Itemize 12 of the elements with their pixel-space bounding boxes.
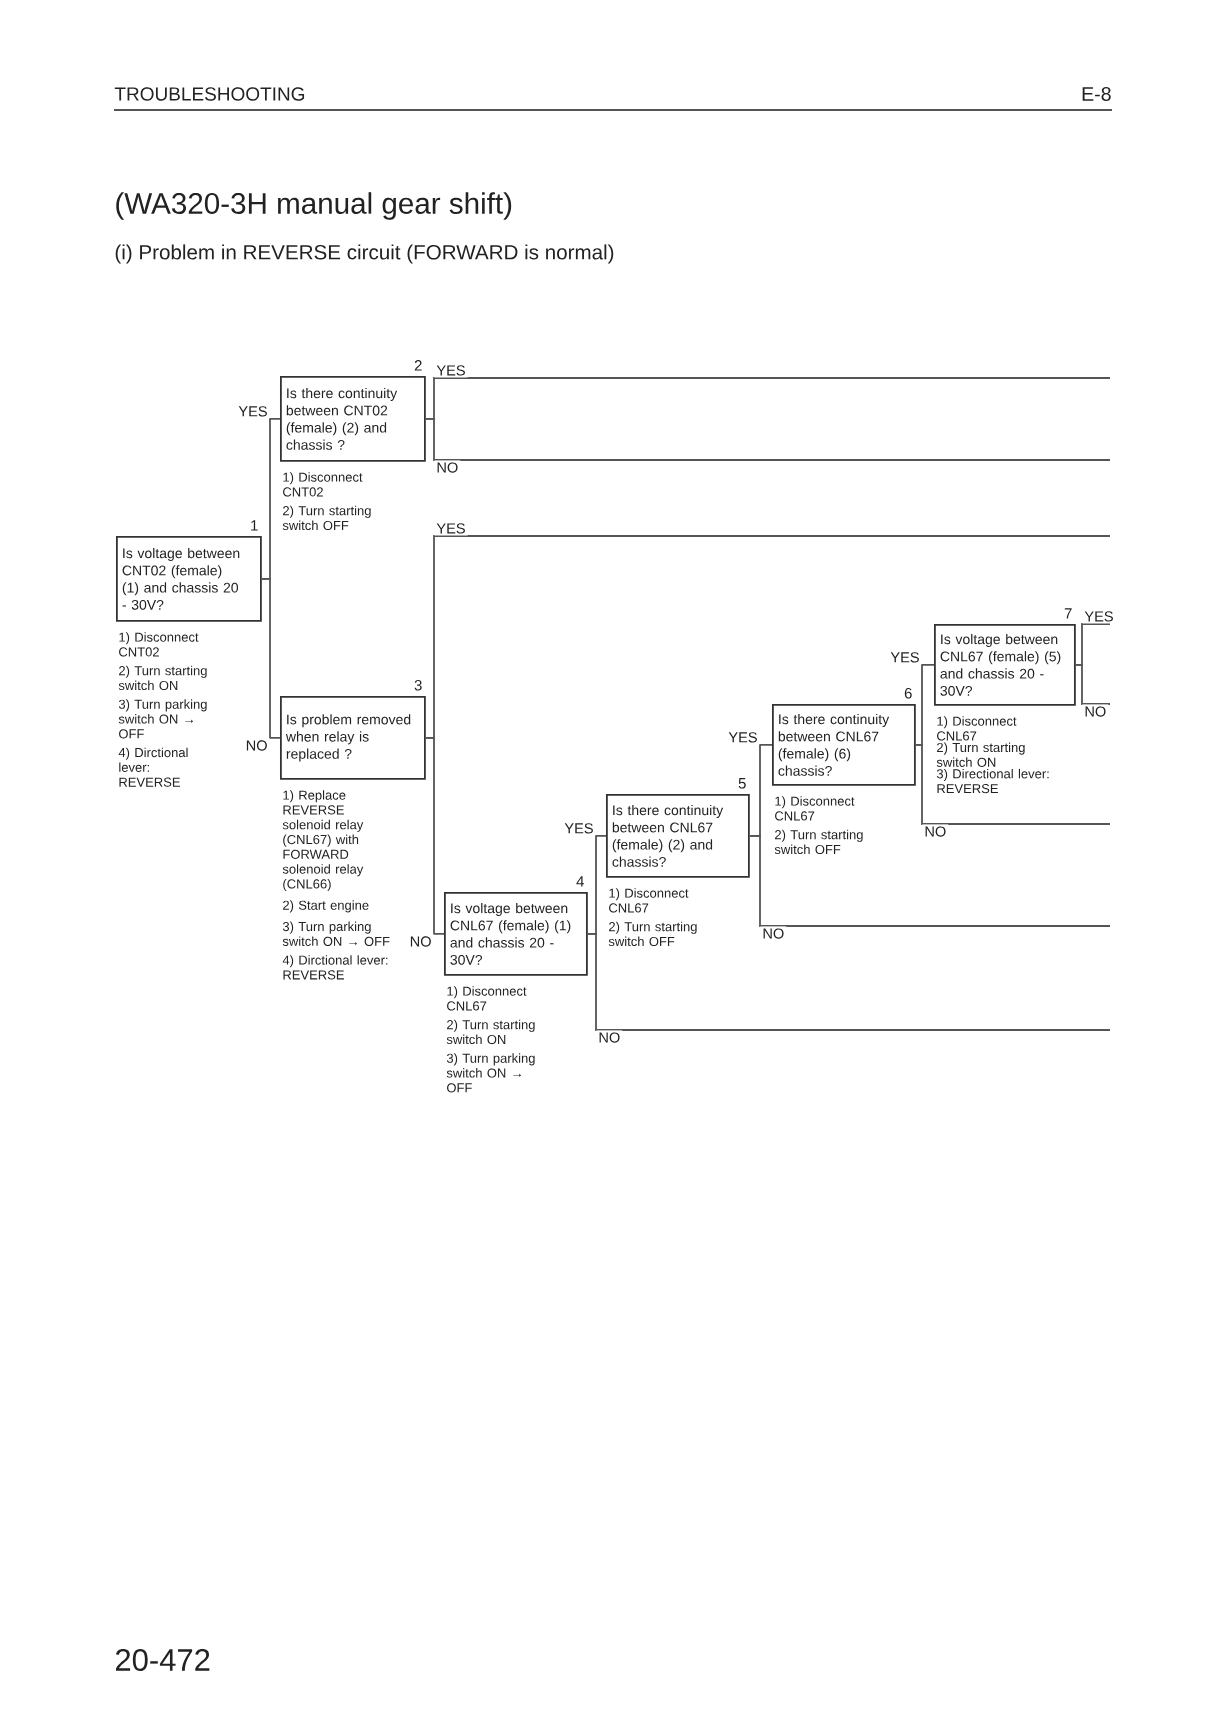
connector-line bbox=[424, 737, 445, 935]
subtitle: (i) Problem in REVERSE circuit (FORWARD is normal) bbox=[115, 244, 614, 264]
page-code: E-8 bbox=[1082, 87, 1111, 101]
page-number: 20-472 bbox=[115, 1649, 210, 1671]
title: (WA320-3H manual gear shift) bbox=[116, 192, 512, 220]
connector-line bbox=[914, 744, 1111, 825]
connector-line bbox=[260, 578, 281, 739]
connector-line bbox=[1074, 664, 1111, 705]
page-header: TROUBLESHOOTING bbox=[114, 87, 305, 101]
connector-line bbox=[748, 835, 1111, 927]
connector-line bbox=[586, 933, 1111, 1031]
connector-line bbox=[424, 418, 1111, 461]
